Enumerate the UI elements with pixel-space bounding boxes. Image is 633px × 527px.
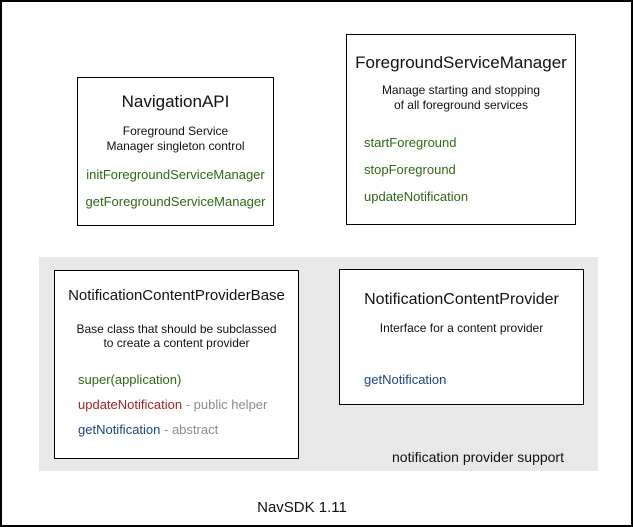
method-super-application: super(application) xyxy=(78,372,298,388)
class-description: Base class that should be subclassed to … xyxy=(55,322,298,350)
group-label: notification provider support xyxy=(392,449,564,465)
method-name: getNotification xyxy=(78,422,161,437)
method-name: getForegroundServiceManager xyxy=(85,194,266,209)
sdk-version-label: NavSDK 1.11 xyxy=(257,499,347,516)
class-box-navigation-api: NavigationAPI Foreground Service Manager… xyxy=(77,77,274,226)
method-annotation: - abstract xyxy=(164,422,219,437)
description-line: Base class that should be subclassed xyxy=(76,322,277,336)
class-title: NavigationAPI xyxy=(121,92,230,111)
method-initForegroundServiceManager: initForegroundServiceManager xyxy=(78,167,273,183)
method-name: getNotification xyxy=(364,372,447,387)
class-title: NotificationContentProvider xyxy=(364,291,559,308)
description-line: to create a content provider xyxy=(103,336,250,350)
description-line: Manage starting and stopping xyxy=(381,83,541,97)
class-description: Foreground Service Manager singleton con… xyxy=(78,124,273,154)
class-description: Interface for a content provider xyxy=(340,321,583,336)
description-line: of all foreground services xyxy=(393,98,529,112)
class-title: ForegroundServiceManager xyxy=(355,53,567,72)
description-line: Foreground Service xyxy=(122,124,229,138)
method-getNotification: getNotification xyxy=(364,372,583,388)
method-name: initForegroundServiceManager xyxy=(86,167,265,182)
class-title: NotificationContentProviderBase xyxy=(68,287,285,304)
method-startForeground: startForeground xyxy=(364,135,575,151)
class-description: Manage starting and stopping of all fore… xyxy=(347,83,575,113)
description-line: Interface for a content provider xyxy=(379,321,544,335)
method-name: updateNotification xyxy=(78,397,183,412)
method-updateNotification: updateNotification - public helper xyxy=(78,397,298,413)
method-name: super(application) xyxy=(78,372,182,387)
class-box-notification-content-provider: NotificationContentProvider Interface fo… xyxy=(339,269,584,405)
class-box-notification-content-provider-base: NotificationContentProviderBase Base cla… xyxy=(54,270,299,459)
method-updateNotification: updateNotification xyxy=(364,189,575,205)
method-getNotification: getNotification - abstract xyxy=(78,422,298,438)
method-annotation: - public helper xyxy=(185,397,268,412)
method-name: startForeground xyxy=(364,135,457,150)
description-line: Manager singleton control xyxy=(106,139,245,153)
method-name: updateNotification xyxy=(364,189,469,204)
method-stopForeground: stopForeground xyxy=(364,162,575,178)
method-getForegroundServiceManager: getForegroundServiceManager xyxy=(78,194,273,210)
method-name: stopForeground xyxy=(364,162,456,177)
class-box-foreground-service-manager: ForegroundServiceManager Manage starting… xyxy=(346,34,576,225)
